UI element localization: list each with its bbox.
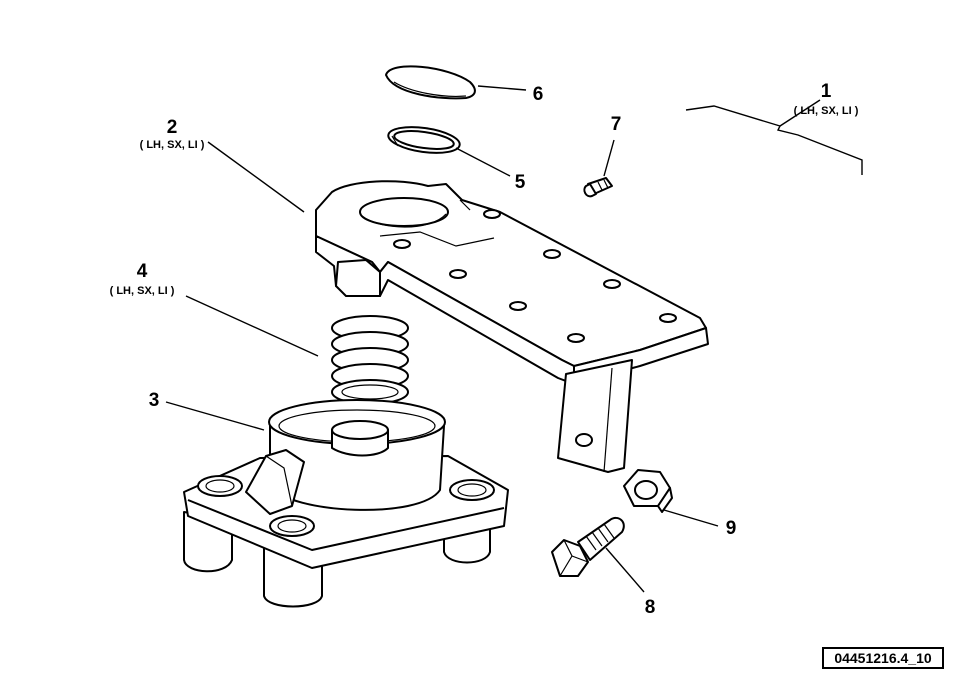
part-3-base-housing — [183, 399, 509, 608]
callout-2-qualifier: ( LH, SX, LI ) — [140, 139, 205, 151]
leader-line-8 — [605, 547, 645, 593]
leader-line-5 — [455, 147, 511, 177]
callout-1-qualifier: ( LH, SX, LI ) — [794, 105, 859, 117]
callout-7-number: 7 — [611, 114, 622, 135]
leader-line-6 — [477, 85, 527, 91]
leader-line-2 — [207, 141, 305, 213]
part-8-hex-bolt — [551, 516, 625, 577]
callout-4-qualifier: ( LH, SX, LI ) — [110, 285, 175, 297]
leader-line-1 — [779, 99, 821, 127]
callout-8-number: 8 — [645, 597, 656, 618]
callout-1-number: 1 — [821, 81, 832, 102]
drawing-reference-number: 04451216.4_10 — [822, 647, 944, 669]
part-2-lever-bracket — [315, 180, 709, 473]
part-7-grease-nipple — [583, 177, 613, 198]
callout-6-number: 6 — [533, 84, 544, 105]
part-1-break-line — [685, 105, 863, 175]
part-6-cover-disc — [385, 65, 476, 100]
part-9-hex-nut — [623, 469, 673, 513]
leader-line-4 — [185, 295, 319, 357]
leader-line-7 — [603, 139, 615, 177]
callout-5-number: 5 — [515, 172, 526, 193]
callout-3-number: 3 — [149, 390, 160, 411]
leader-line-9 — [663, 509, 719, 527]
part-4-spring — [331, 315, 409, 405]
callout-9-number: 9 — [726, 518, 737, 539]
leader-line-3 — [165, 401, 265, 431]
part-5-snap-ring — [387, 126, 461, 154]
leader-lines — [165, 85, 821, 593]
callout-2-number: 2 — [167, 117, 178, 138]
callout-4-number: 4 — [137, 261, 148, 282]
